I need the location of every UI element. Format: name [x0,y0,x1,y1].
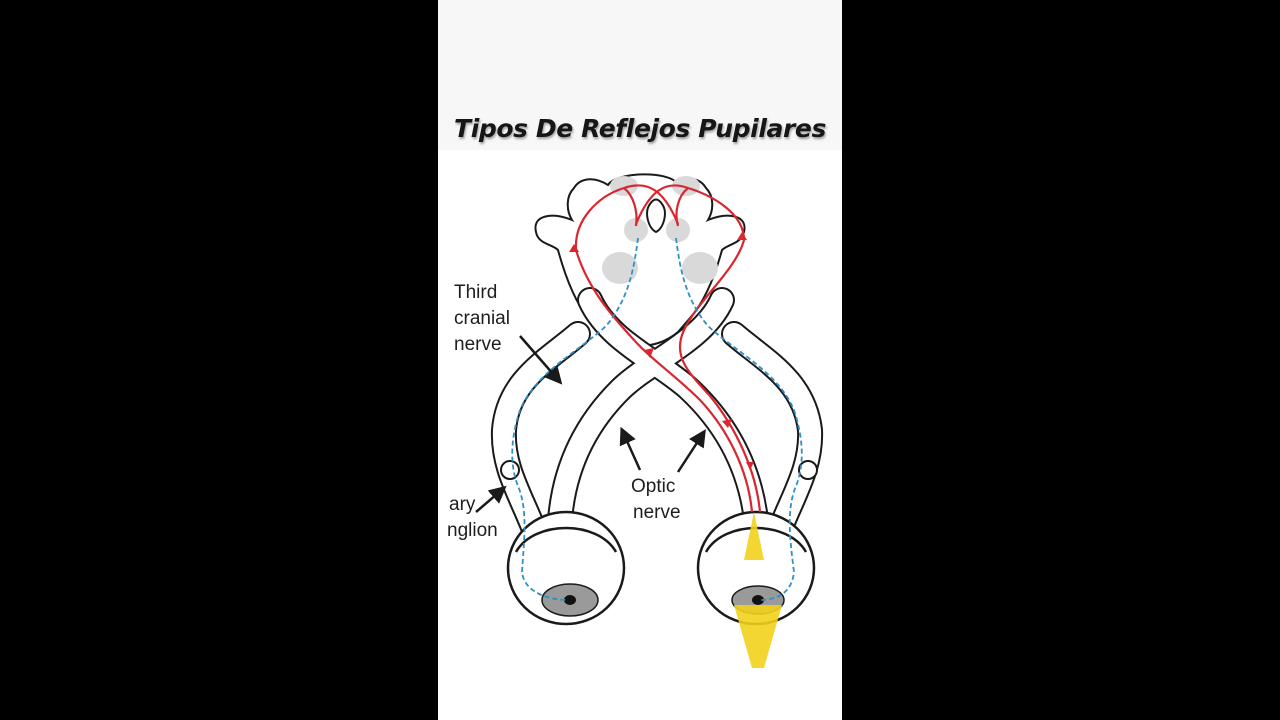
ciliary-ganglion-right [799,461,817,479]
third-cranial-nerve-label: Third cranial nerve [454,282,515,355]
arrow-icon [678,432,704,472]
red-nucleus-left [602,252,638,284]
ciliary-ganglion-left [501,461,519,479]
red-nucleus-right [682,252,718,284]
arrow-icon [622,430,640,470]
optic-nerve-label: Optic nerve [631,476,681,523]
left-eye [508,512,624,624]
video-panel: Tipos De Reflejos Pupilares [438,0,842,720]
aqueduct-outline [647,200,665,233]
pupillary-reflex-diagram: Third cranial nerve ary nglion Optic ner… [438,0,842,720]
